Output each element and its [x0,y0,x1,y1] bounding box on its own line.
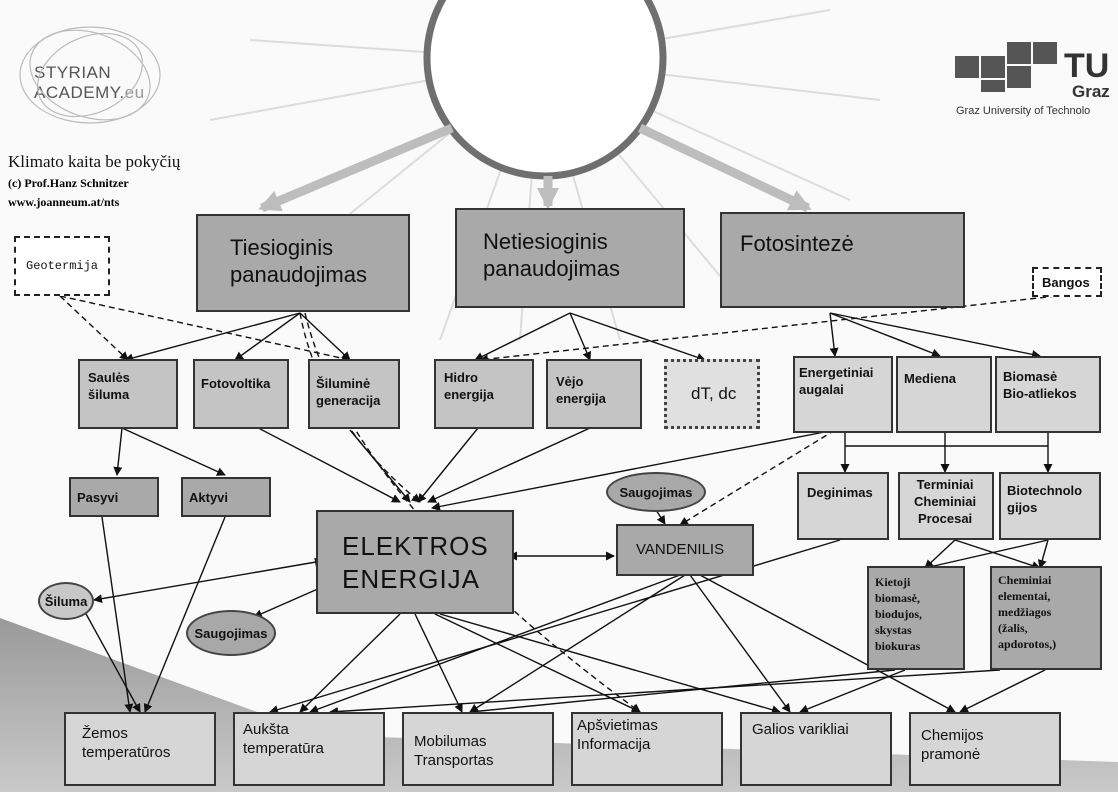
node-zemos: Žemos temperatūros [64,712,216,786]
node-sauluma: Saulės šiluma [78,359,178,429]
node-hidro-label: Hidro energija [444,370,494,402]
node-biomase: Biomasė Bio-atliekos [995,356,1101,433]
node-biotechnologijos: Biotechnolo gijos [999,472,1101,540]
node-kietoji-label: Kietoji biomasė, biodujos, skystas bioku… [875,575,923,653]
node-vandenilis: VANDENILIS [616,524,754,576]
node-fotovoltika: Fotovoltika [193,359,289,429]
tu-mark: TU [1064,47,1110,85]
node-geotermija: Geotermija [14,236,110,296]
node-pasyvi: Pasyvi [69,477,159,517]
elektros-siluma-arrow [93,557,324,604]
sun-circle [423,0,667,180]
credit-url[interactable]: www.joanneum.at/nts [8,195,120,209]
node-auksta-label: Aukšta temperatūra [243,721,324,757]
node-hidro: Hidro energija [434,359,534,429]
credit-author: (c) Prof.Hanz Schnitzer [8,176,129,190]
node-aktyvi-label: Aktyvi [189,490,229,505]
node-chemijos: Chemijos pramonė [909,712,1061,786]
node-geotermija-label: Geotermija [26,259,99,273]
node-elektros-label: ELEKTROS ENERGIJA [342,531,489,594]
node-netiesioginis-label: Netiesioginis panaudojimas [483,229,620,281]
node-fotosinteze-label: Fotosintezė [740,231,854,256]
node-biomase-label: Biomasė Bio-atliekos [1003,369,1077,401]
styrian-suffix: eu [124,83,145,102]
node-pasyvi-label: Pasyvi [77,490,119,505]
node-saugojimas-top-label: Saugojimas [619,484,693,500]
node-apsvietimas: Apšvietimas Informacija [571,712,723,786]
connectors [84,312,1053,716]
node-dtdc-label: dT, dc [691,384,737,403]
node-siluma-label: Šiluma [44,593,88,609]
node-cheminiai-label: Cheminiai elementai, medžiagos (žalis, a… [998,573,1057,651]
node-energetiniai-label: Energetiniai augalai [799,365,874,397]
node-mediena-label: Mediena [904,371,957,386]
tu-university: Graz University of Technolo [956,105,1091,117]
node-mobilumas: Mobilumas Transportas [402,712,554,786]
node-energetiniai: Energetiniai augalai [793,356,893,433]
node-mobilumas-label: Mobilumas Transportas [414,733,494,769]
node-deginimas-label: Deginimas [807,485,873,500]
styrian-academy-logo: STYRIAN ACADEMY.eu [34,63,145,103]
node-galios: Galios varikliai [740,712,892,786]
sun-arrow-right [638,123,812,213]
node-kietoji: Kietoji biomasė, biodujos, skystas bioku… [867,566,965,670]
node-siluminegen: Šiluminė generacija [308,359,400,429]
node-auksta: Aukšta temperatūra [233,712,385,786]
node-bangos: Bangos [1032,267,1102,297]
node-siluma: Šiluma [38,582,94,620]
node-fotovoltika-label: Fotovoltika [201,376,271,391]
styrian-line2: ACADEMY. [34,83,125,102]
tu-city: Graz [1072,82,1110,101]
styrian-line1: STYRIAN [34,63,112,82]
node-saugojimas-bottom-label: Saugojimas [194,625,268,641]
node-vejo: Vėjo energija [546,359,642,429]
node-cheminiai: Cheminiai elementai, medžiagos (žalis, a… [990,566,1102,670]
node-aktyvi: Aktyvi [181,477,271,517]
node-biotechnologijos-label: Biotechnolo gijos [1007,483,1083,515]
node-terminiai-label: Terminiai Cheminiai Procesai [914,477,977,526]
node-saugojimas-bottom: Saugojimas [186,610,276,656]
credit-title: Klimato kaita be pokyčių [8,152,181,171]
node-fotosinteze: Fotosintezė [720,212,965,308]
node-vejo-label: Vėjo energija [556,374,606,406]
node-mediena: Mediena [896,356,992,433]
node-terminiai: Terminiai Cheminiai Procesai [898,472,994,540]
elektros-saugojimas-arrow [253,584,328,618]
styrian-academy-swirl [19,26,161,124]
node-elektros: ELEKTROS ENERGIJA [316,510,514,614]
node-tiesioginis-label: Tiesioginis panaudojimas [230,235,367,287]
node-siluminegen-label: Šiluminė generacija [316,376,381,408]
node-galios-label: Galios varikliai [752,721,849,738]
node-deginimas: Deginimas [797,472,889,540]
node-chemijos-label: Chemijos pramonė [921,727,984,763]
node-bangos-label: Bangos [1042,275,1090,290]
node-netiesioginis: Netiesioginis panaudojimas [455,208,685,308]
tu-graz-logo-mark [955,42,1057,92]
node-vandenilis-label: VANDENILIS [636,541,725,558]
node-tiesioginis: Tiesioginis panaudojimas [196,214,410,312]
node-apsvietimas-label: Apšvietimas Informacija [577,717,658,753]
sun-arrow-left [258,123,454,213]
node-saugojimas-top: Saugojimas [606,472,706,512]
node-sauluma-label: Saulės šiluma [88,370,130,402]
node-dtdc: dT, dc [664,359,760,429]
node-zemos-label: Žemos temperatūros [82,725,171,761]
